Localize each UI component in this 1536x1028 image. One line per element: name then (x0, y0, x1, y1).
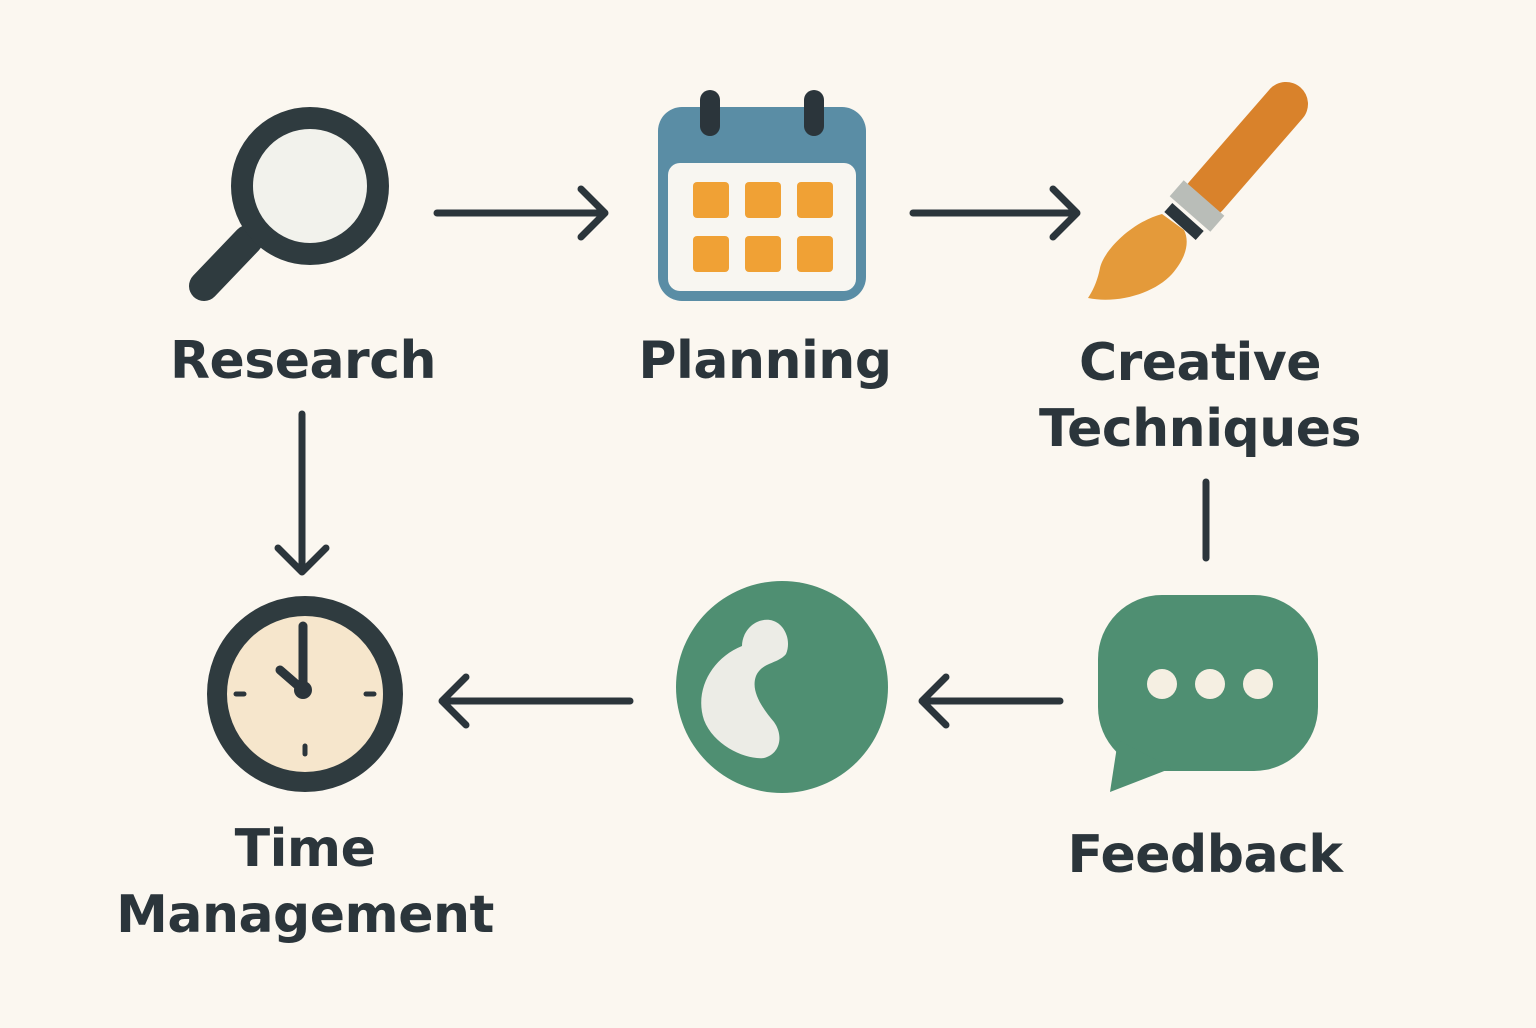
speech-bubble-icon (1098, 595, 1318, 792)
phone-icon (676, 581, 888, 793)
creative-techniques-label: Creative Techniques (1000, 330, 1400, 462)
magnifying-glass-icon (189, 107, 389, 301)
research-label: Research (169, 331, 437, 391)
arrow-planning-to-creative (909, 185, 1081, 241)
time-management-label-line1: Time (234, 819, 376, 879)
feedback-label: Feedback (1067, 825, 1343, 885)
arrow-research-to-planning (433, 185, 609, 241)
arrow-phone-to-time (438, 673, 634, 729)
time-management-label: Time Management (105, 816, 505, 948)
paintbrush-icon (1088, 82, 1308, 300)
creative-techniques-label-line1: Creative (1078, 333, 1322, 393)
arrow-feedback-to-phone (918, 673, 1064, 729)
calendar-icon (658, 90, 866, 301)
arrow-research-to-time (274, 410, 330, 576)
clock-icon (207, 596, 403, 792)
creative-techniques-label-line2: Techniques (1039, 399, 1361, 459)
planning-label: Planning (638, 331, 892, 391)
time-management-label-line2: Management (116, 885, 494, 945)
